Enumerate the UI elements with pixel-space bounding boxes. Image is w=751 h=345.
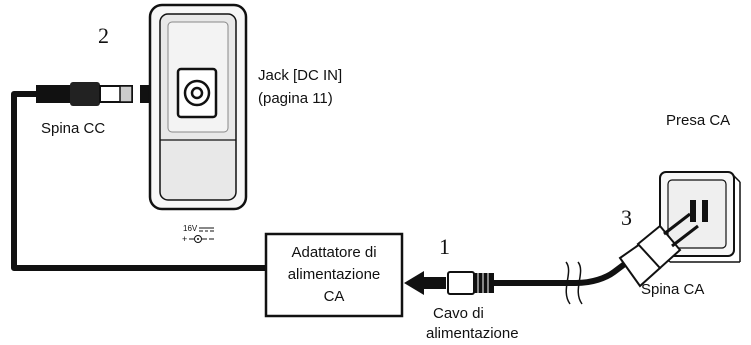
dc-cable: [11, 91, 266, 271]
step-3-number: 3: [621, 205, 632, 230]
dc-jack-label: Jack [DC IN]: [258, 67, 342, 84]
dc-jack-icon: [176, 67, 218, 119]
cord-label-line2: alimentazione: [426, 325, 519, 342]
polarity-voltage: 16V: [183, 224, 198, 233]
adapter-label-line2: alimentazione: [288, 266, 381, 283]
dc-jack-page-ref: (pagina 11): [258, 90, 333, 107]
step-1-number: 1: [439, 234, 450, 259]
ac-plug-icon: [618, 212, 699, 288]
dc-plug-icon: [36, 82, 133, 106]
cord-label-line1: Cavo di: [433, 305, 484, 322]
wall-outlet-icon: [659, 171, 741, 263]
cord-break-marks: [565, 261, 583, 305]
power-adapter: [264, 232, 404, 318]
dc-plug-label: Spina CC: [41, 120, 105, 137]
ac-plug-label: Spina CA: [641, 281, 704, 298]
left-arrow-icon: [404, 271, 446, 295]
step-2-number: 2: [98, 23, 109, 48]
power-cord-connector-icon: [447, 271, 510, 295]
adapter-label-line1: Adattatore di: [291, 244, 376, 261]
adapter-label-line3: CA: [324, 288, 345, 305]
polarity-symbol: +: [182, 234, 214, 244]
svg-text:+: +: [182, 234, 187, 244]
power-cord: [507, 260, 629, 286]
outlet-label: Presa CA: [666, 112, 730, 129]
